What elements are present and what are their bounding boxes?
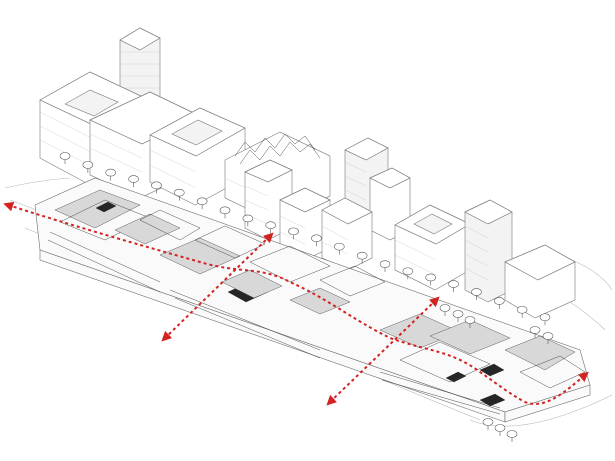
tree xyxy=(151,181,162,194)
tree xyxy=(105,168,117,181)
tree xyxy=(539,313,551,326)
tree xyxy=(379,260,391,273)
tree xyxy=(506,430,518,442)
tree xyxy=(82,161,94,173)
street-edge-left xyxy=(4,177,71,189)
courtyard-block-centre xyxy=(149,107,246,206)
street-edge-right xyxy=(469,394,613,427)
tree xyxy=(173,188,185,201)
tree xyxy=(516,305,528,318)
tree xyxy=(219,206,231,219)
tree xyxy=(471,288,482,301)
tree xyxy=(493,297,505,309)
tree xyxy=(59,152,71,164)
tree xyxy=(494,424,506,436)
tree xyxy=(448,280,459,293)
route-cross-right xyxy=(326,296,440,406)
tree xyxy=(128,175,139,188)
tree xyxy=(482,418,494,430)
route-cross-left xyxy=(161,232,274,342)
pedestrian-routes xyxy=(3,201,589,406)
tree xyxy=(196,197,208,210)
low-building-far-right xyxy=(504,244,576,319)
